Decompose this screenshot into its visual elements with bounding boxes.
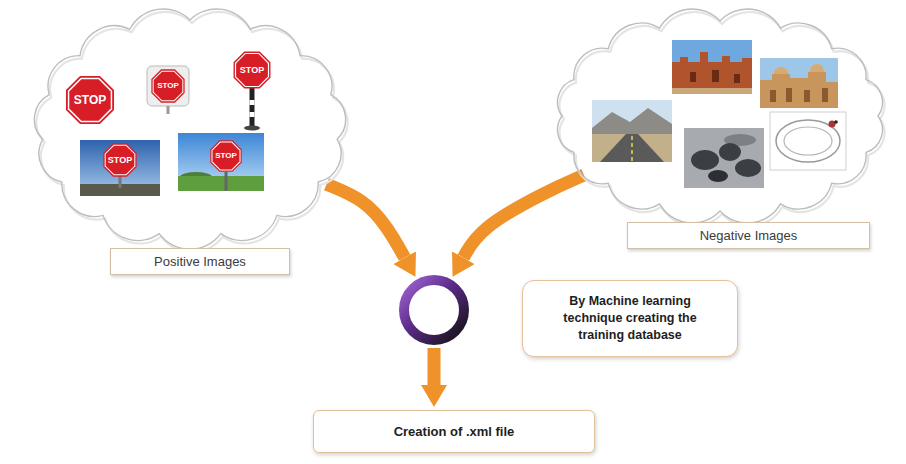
stop-sign xyxy=(66,76,114,124)
track-photo xyxy=(784,127,832,155)
node-text: Negative Images xyxy=(636,228,861,243)
flow-arrow xyxy=(326,184,404,258)
ring-symbol xyxy=(396,272,472,348)
stop-photo xyxy=(225,172,228,191)
palace-photo xyxy=(760,58,838,108)
fort-photo xyxy=(734,74,740,83)
sign-text: STOP xyxy=(108,156,132,165)
ring-symbol xyxy=(404,280,464,340)
stop-sign xyxy=(153,71,184,102)
track-photo xyxy=(770,112,846,170)
rocks-photo xyxy=(719,143,741,161)
palace-photo xyxy=(760,72,838,108)
stop-sign xyxy=(147,66,189,114)
stop-photo xyxy=(210,140,241,171)
output-box: Creation of .xml file xyxy=(313,410,595,453)
road-photo xyxy=(631,136,633,162)
rocks-photo xyxy=(684,128,764,188)
stop-photo xyxy=(213,143,240,170)
cloud-shadow xyxy=(36,12,347,252)
rocks-photo xyxy=(735,159,761,177)
stop-photo xyxy=(178,133,264,191)
stop-photo xyxy=(103,143,136,176)
palace-photo xyxy=(760,58,838,108)
stop-sign xyxy=(68,78,112,122)
track-photo xyxy=(770,112,846,170)
track-photo xyxy=(776,120,840,162)
cloud-outline xyxy=(546,4,896,254)
fort-photo xyxy=(672,40,752,94)
road-photo xyxy=(600,134,664,162)
node-text: By Machine learning technique creating t… xyxy=(549,293,711,344)
sign-text: STOP xyxy=(74,94,106,106)
stop-photo xyxy=(211,141,240,170)
stop-sign xyxy=(234,52,271,89)
label-box: Negative Images xyxy=(627,222,870,249)
stop-sign xyxy=(234,52,271,131)
palace-photo xyxy=(786,88,792,102)
cloud-outline xyxy=(558,9,883,223)
road-photo xyxy=(592,100,672,162)
rocks-photo xyxy=(684,128,764,188)
track-photo xyxy=(834,120,838,124)
road-photo xyxy=(592,134,672,162)
fort-photo xyxy=(712,70,719,82)
stop-photo xyxy=(80,140,160,196)
stop-sign xyxy=(236,54,268,86)
stop-photo xyxy=(178,133,264,191)
palace-photo xyxy=(770,90,776,102)
palace-photo xyxy=(822,88,828,102)
stop-sign xyxy=(244,126,260,131)
node-text: Positive Images xyxy=(119,254,281,269)
flow-arrow xyxy=(463,175,584,258)
palace-photo xyxy=(804,90,810,102)
stop-sign xyxy=(151,69,184,102)
road-photo xyxy=(592,108,672,134)
cloud-outline xyxy=(26,4,358,280)
stop-photo xyxy=(80,140,160,196)
sign-text: STOP xyxy=(240,66,264,75)
sign-text: STOP xyxy=(157,82,179,90)
flow-arrow xyxy=(428,348,441,385)
stop-photo xyxy=(106,146,135,175)
fort-photo xyxy=(690,72,696,82)
callout-box: By Machine learning technique creating t… xyxy=(522,280,738,357)
stop-sign xyxy=(147,66,189,106)
stop-sign xyxy=(69,79,110,120)
node-text: Creation of .xml file xyxy=(324,424,584,439)
rocks-photo xyxy=(691,150,719,170)
sign-text: STOP xyxy=(215,152,237,160)
cloud-outline xyxy=(34,9,345,249)
fort-photo xyxy=(672,52,752,94)
ring-symbol xyxy=(396,272,472,348)
cloud-shadow xyxy=(560,12,885,226)
road-photo xyxy=(592,100,672,162)
fort-photo xyxy=(672,88,752,94)
training-ring: By Machine learning technique creating t… xyxy=(396,272,738,357)
fort-photo xyxy=(672,40,752,94)
stop-sign xyxy=(167,106,170,114)
stop-photo xyxy=(105,145,136,176)
rocks-photo xyxy=(708,170,728,182)
negative-images-cloud: Negative Images xyxy=(546,4,896,254)
stop-sign xyxy=(250,88,255,128)
stop-photo xyxy=(178,176,264,191)
stop-sign xyxy=(66,76,114,124)
stop-sign xyxy=(250,100,255,105)
stop-sign xyxy=(154,72,183,101)
label-box: Positive Images xyxy=(110,248,290,275)
positive-images-cloud: Positive Images xyxy=(26,4,358,280)
stop-sign xyxy=(235,53,269,87)
stop-sign xyxy=(250,112,255,117)
